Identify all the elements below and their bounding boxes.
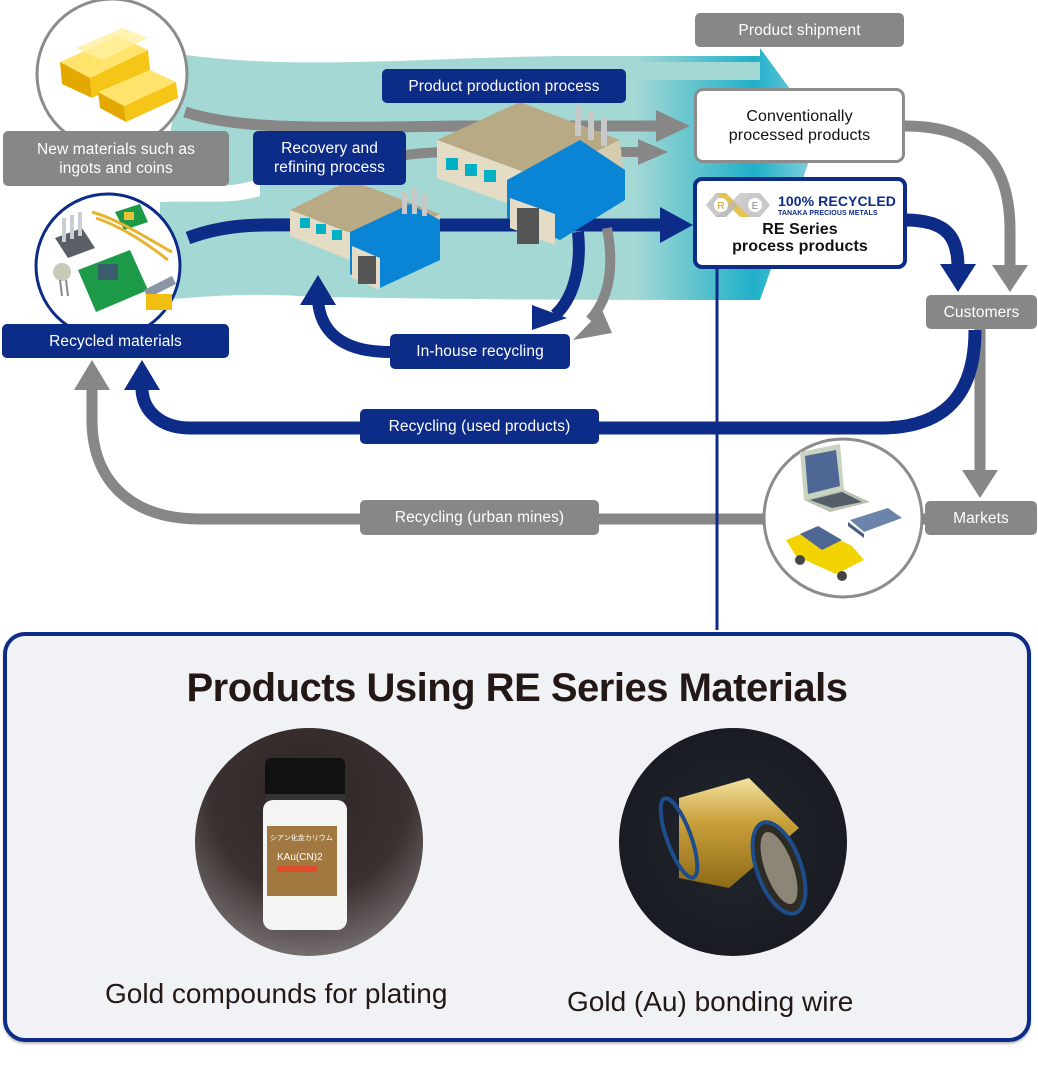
bonding-wire-image: [619, 728, 847, 956]
recovery-refining-text-line1: Recovery and: [281, 140, 378, 157]
customers-label: Customers: [926, 295, 1037, 329]
svg-text:R: R: [717, 201, 724, 212]
re-to-customers-line: [904, 213, 965, 269]
gold-compounds-caption: Gold compounds for plating: [105, 978, 448, 1009]
electronic-components-illustration: [34, 192, 182, 340]
in-house-recycling-label: In-house recycling: [390, 334, 570, 369]
re-series-process-products-box: R E 100% RECYCLED TANAKA PRECIOUS METALS…: [693, 177, 907, 269]
recycled-materials-text: Recycled materials: [49, 332, 182, 350]
recovery-refining-process-label: Recovery and refining process: [253, 131, 406, 185]
production-to-in-house-navy: [550, 231, 585, 320]
production-to-in-house-gray: [586, 227, 616, 324]
new-materials-text-line2: ingots and coins: [59, 159, 173, 177]
svg-text:シアン化金カリウム: シアン化金カリウム: [270, 833, 333, 842]
re-logo-sub-text: TANAKA PRECIOUS METALS: [777, 209, 878, 217]
recovery-factory-illustration: [290, 180, 440, 290]
conventional-text-line2: processed products: [728, 126, 871, 144]
recycling-used-products-label: Recycling (used products): [360, 409, 599, 444]
arrow-to-conventional: [656, 110, 690, 142]
products-using-re-series-panel: Products Using RE Series Materials シアン化金…: [3, 632, 1031, 1042]
recycling-urban-mines-text: Recycling (urban mines): [394, 509, 565, 526]
product-shipment-text: Product shipment: [738, 21, 861, 39]
arrow-in-house-up: [300, 275, 336, 305]
arrow-in-house-gray-down: [573, 310, 612, 340]
smartphone-icon: [848, 508, 902, 538]
in-house-navy-loop: [312, 299, 391, 358]
gold-ingot-icon: [60, 28, 178, 122]
re-series-text-line1: RE Series: [762, 221, 838, 238]
re-logo-main-text: 100% RECYCLED: [777, 192, 896, 209]
gold-compounds-image: シアン化金カリウム KAu(CN)2: [195, 728, 423, 956]
markets-label: Markets: [925, 501, 1037, 535]
svg-text:E: E: [752, 201, 759, 212]
arrow-to-customers-navy: [940, 264, 976, 292]
gold-wires-icon: [91, 210, 173, 262]
product-production-process-label: Product production process: [382, 69, 626, 103]
recycled-materials-label: Recycled materials: [2, 324, 229, 358]
product-shipment-label: Product shipment: [695, 13, 904, 47]
plating-bottle-icon: シアン化金カリウム KAu(CN)2: [263, 758, 347, 930]
arrow-to-recycled-gray: [74, 360, 110, 390]
recycling-urban-mines-label: Recycling (urban mines): [360, 500, 599, 535]
gold-ingots-illustration: [35, 0, 189, 151]
recycling-used-products-text: Recycling (used products): [388, 418, 571, 435]
markets-illustration: [762, 437, 924, 599]
new-materials-text-line1: New materials such as: [36, 140, 195, 158]
customers-text: Customers: [943, 303, 1020, 321]
new-materials-label: New materials such as ingots and coins: [3, 131, 229, 186]
svg-text:KAu(CN)2: KAu(CN)2: [277, 852, 323, 863]
arrow-to-customers-gray: [992, 265, 1028, 292]
wire-spool-icon: [658, 778, 808, 916]
product-production-process-text: Product production process: [408, 77, 600, 95]
re-infinity-logo-icon: R E: [705, 193, 770, 217]
laptop-icon: [800, 444, 870, 512]
markets-text: Markets: [953, 509, 1009, 527]
conventional-text-line1: Conventionally: [746, 107, 853, 125]
recycling-used-products-line: [135, 329, 982, 435]
recycling-urban-mines-line: [86, 385, 765, 525]
recovery-refining-text-line2: refining process: [273, 159, 385, 176]
arrow-in-house-navy-down: [532, 305, 567, 330]
re-logo: R E 100% RECYCLED TANAKA PRECIOUS METALS: [704, 189, 896, 221]
re-series-text-line2: process products: [732, 238, 868, 255]
new-materials-flow-line: [183, 106, 660, 133]
products-section-title: Products Using RE Series Materials: [186, 666, 848, 710]
conventional-to-customers-line: [904, 120, 1016, 268]
arrow-to-markets: [962, 470, 998, 498]
recycling-flow-diagram: [34, 0, 1028, 630]
band-left-notch: [160, 178, 260, 202]
arrow-gray-small: [638, 139, 668, 165]
transistor-icon: [53, 263, 71, 297]
heatsink-icon: [55, 212, 95, 258]
car-icon: [786, 526, 864, 581]
conventionally-processed-products-box: Conventionally processed products: [694, 88, 905, 163]
production-factory-illustration: [437, 102, 625, 245]
in-house-recycling-text: In-house recycling: [416, 343, 544, 360]
bonding-wire-caption: Gold (Au) bonding wire: [567, 986, 854, 1017]
connector-icon: [144, 276, 176, 310]
arrow-to-recycled-navy: [124, 360, 160, 390]
arrow-to-re-series: [660, 207, 693, 243]
